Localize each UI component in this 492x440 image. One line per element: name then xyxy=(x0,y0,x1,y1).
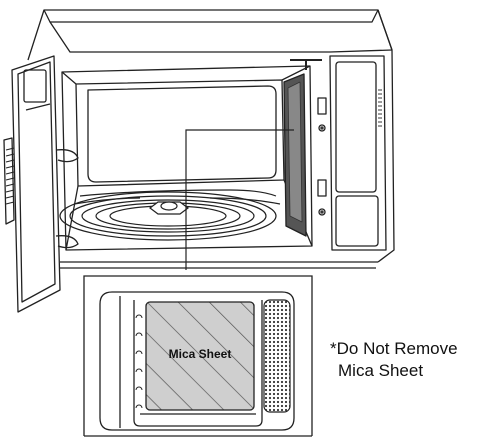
open-door xyxy=(3,55,79,313)
microwave-body xyxy=(27,9,395,269)
note-line-1: *Do Not Remove xyxy=(330,339,458,358)
inset-frame xyxy=(83,275,313,437)
mica-sheet xyxy=(145,301,255,411)
turntable xyxy=(59,189,281,241)
control-panel xyxy=(317,55,387,251)
callout-leader xyxy=(185,129,294,270)
vent-grille xyxy=(263,299,291,413)
inset-mica-label: Mica Sheet xyxy=(169,347,232,361)
note-line-2: Mica Sheet xyxy=(338,361,423,380)
oven-cavity xyxy=(61,59,322,251)
